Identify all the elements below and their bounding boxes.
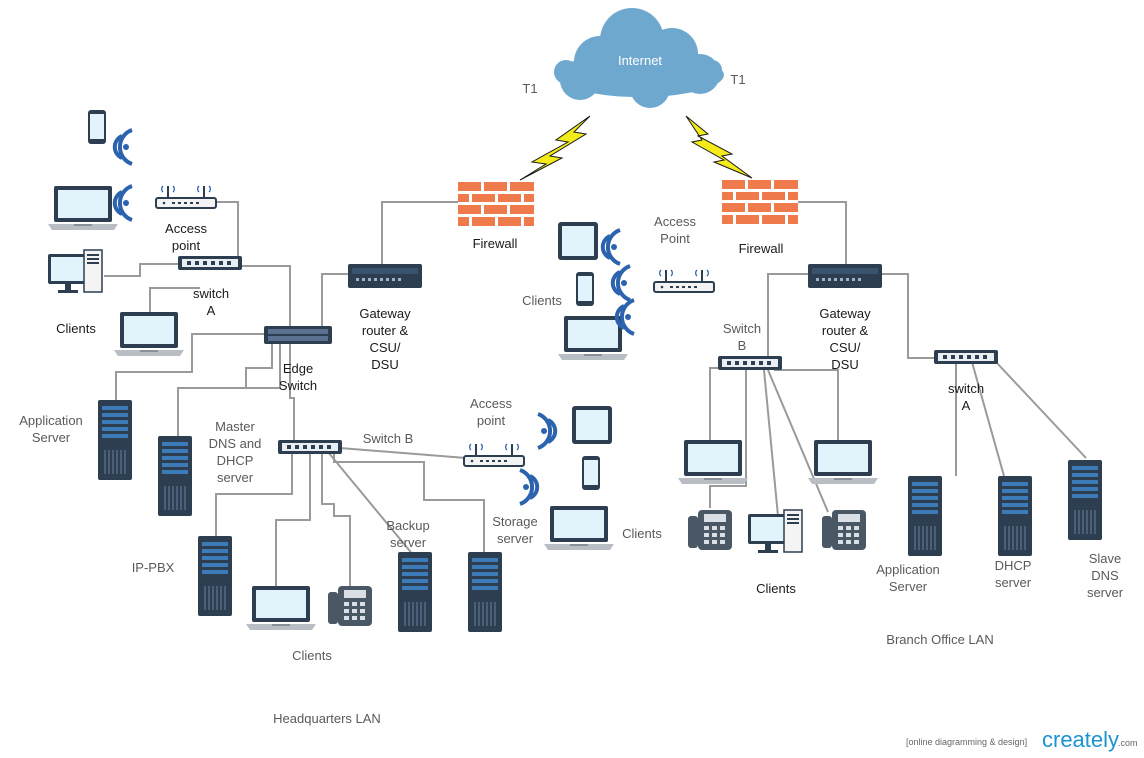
- t1-right-label: T1: [730, 72, 746, 87]
- phone-icon: [576, 272, 594, 306]
- branch-switch-a-label: switch A: [947, 381, 985, 413]
- lightning-icon: [519, 115, 753, 181]
- server-icon: [98, 400, 132, 480]
- hq-backup-server-label: Backup server: [386, 518, 430, 550]
- ip-phone-icon: [328, 586, 372, 626]
- server-icon: [998, 476, 1032, 556]
- ip-phone-icon: [688, 510, 732, 550]
- server-icon: [198, 536, 232, 616]
- internet-label: Internet: [617, 53, 663, 68]
- switch-icon: [718, 356, 782, 370]
- branch-slave-dns-server-label: Slave DNS server: [1086, 551, 1124, 600]
- hq-firewall-label: Firewall: [472, 236, 518, 251]
- edge-switch-icon: [264, 326, 332, 344]
- branding-domain: .com: [1118, 738, 1138, 748]
- wifi-signal-icon: [112, 128, 134, 166]
- hq-gateway-router-label: Gateway router & CSU/ DSU: [359, 306, 411, 372]
- hq-clients-right-label: Clients: [622, 526, 662, 541]
- switch-icon: [178, 256, 242, 270]
- laptop-icon: [678, 440, 748, 484]
- ip-phone-icon: [822, 510, 866, 550]
- hq-section-label: Headquarters LAN: [273, 711, 381, 726]
- access-point-icon: [653, 269, 715, 293]
- tablet-icon: [558, 222, 598, 260]
- branch-application-server-label: Application Server: [876, 562, 940, 594]
- laptop-icon: [48, 186, 118, 230]
- switch-icon: [278, 440, 342, 454]
- cloud-icon: [554, 8, 724, 108]
- access-point-icon: [155, 185, 217, 209]
- server-icon: [908, 476, 942, 556]
- central-access-point-label: Access Point: [654, 214, 696, 246]
- laptop-icon: [246, 586, 316, 630]
- server-icon: [1068, 460, 1102, 540]
- switch-icon: [934, 350, 998, 364]
- firewall-icon: [722, 180, 798, 224]
- phone-icon: [582, 456, 600, 490]
- laptop-icon: [544, 506, 614, 550]
- hq-switch-b-label: Switch B: [362, 431, 414, 446]
- desktop-icon: [47, 249, 103, 294]
- hq-storage-server-label: Storage server: [492, 514, 538, 546]
- laptop-icon: [808, 440, 878, 484]
- connection-lines: [104, 201, 1087, 586]
- laptop-icon: [114, 312, 184, 356]
- access-point-icon: [463, 443, 525, 467]
- central-clients-label: Clients: [522, 293, 562, 308]
- wifi-signal-icon: [518, 468, 540, 506]
- hq-clients-left-label: Clients: [56, 321, 96, 336]
- wifi-signal-icon: [536, 412, 558, 450]
- tablet-icon: [572, 406, 612, 444]
- branch-section-label: Branch Office LAN: [886, 632, 994, 647]
- wifi-signal-icon: [600, 228, 622, 266]
- branch-gateway-router-label: Gateway router & CSU/ DSU: [819, 306, 871, 372]
- server-icon: [158, 436, 192, 516]
- branch-firewall-label: Firewall: [738, 241, 784, 256]
- wifi-signal-icon: [112, 184, 134, 222]
- branch-switch-b-label: Switch B: [722, 321, 762, 353]
- hq-access-point-label: Access point: [165, 221, 207, 253]
- branch-clients-label: Clients: [756, 581, 796, 596]
- server-icon: [468, 552, 502, 632]
- hq-edge-switch-label: Edge Switch: [278, 361, 318, 393]
- wifi-signal-icon: [610, 264, 632, 302]
- hq-application-server-label: Application Server: [19, 413, 83, 445]
- branch-dhcp-server-label: DHCP server: [994, 558, 1032, 590]
- hq-dns-dhcp-server-label: Master DNS and DHCP server: [208, 419, 262, 485]
- creately-logo: creately: [1042, 727, 1120, 752]
- router-icon: [808, 264, 882, 288]
- hq-switch-a-label: switch A: [192, 286, 230, 318]
- hq-clients-bottom-label: Clients: [292, 648, 332, 663]
- t1-left-label: T1: [522, 81, 538, 96]
- firewall-icon: [458, 182, 534, 226]
- hq-access-point-b-label: Access point: [470, 396, 512, 428]
- phone-icon: [88, 110, 106, 144]
- creately-branding: [online diagramming & design] creately .…: [906, 727, 1142, 755]
- desktop-icon: [747, 509, 803, 554]
- server-icon: [398, 552, 432, 632]
- router-icon: [348, 264, 422, 288]
- branding-tagline: [online diagramming & design]: [906, 737, 1028, 747]
- hq-ip-pbx-label: IP-PBX: [131, 560, 175, 575]
